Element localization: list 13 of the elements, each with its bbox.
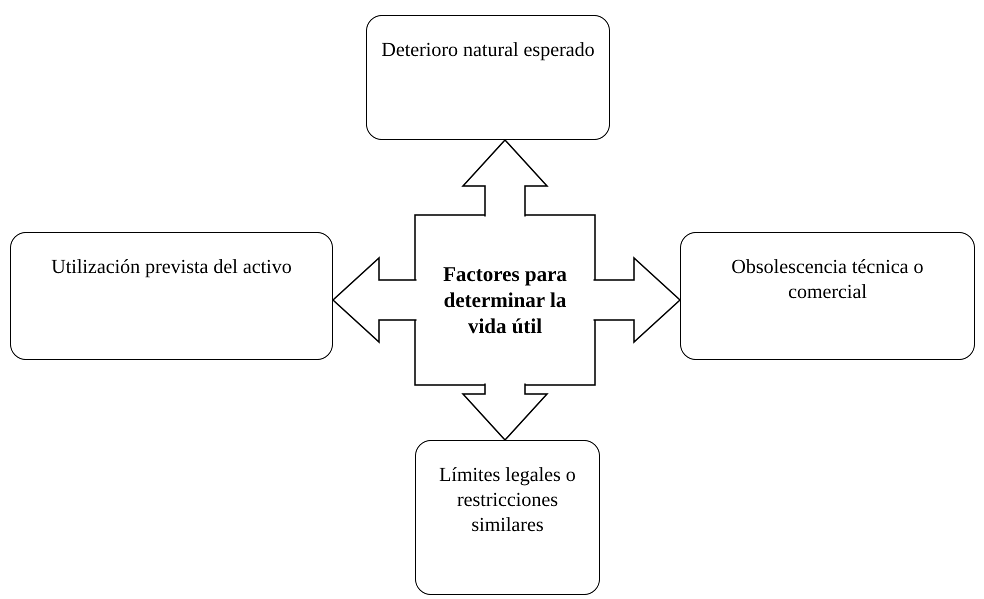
block-arrow <box>461 138 549 218</box>
rounded-box <box>366 15 610 140</box>
rounded-box <box>680 232 975 360</box>
center-label: Factores para determinar la vida útil <box>442 260 568 340</box>
rounded-box <box>415 440 600 595</box>
box-label: Límites legales o restricciones similares <box>438 463 577 538</box>
block-arrow <box>461 382 549 442</box>
block-arrow <box>592 256 682 344</box>
box-label: Deterioro natural esperado <box>381 38 595 63</box>
box-label: Obsolescencia técnica o comercial <box>730 255 925 305</box>
rounded-box <box>10 232 333 360</box>
block-arrow <box>332 256 418 344</box>
box-label: Utilización prevista del activo <box>51 255 292 280</box>
